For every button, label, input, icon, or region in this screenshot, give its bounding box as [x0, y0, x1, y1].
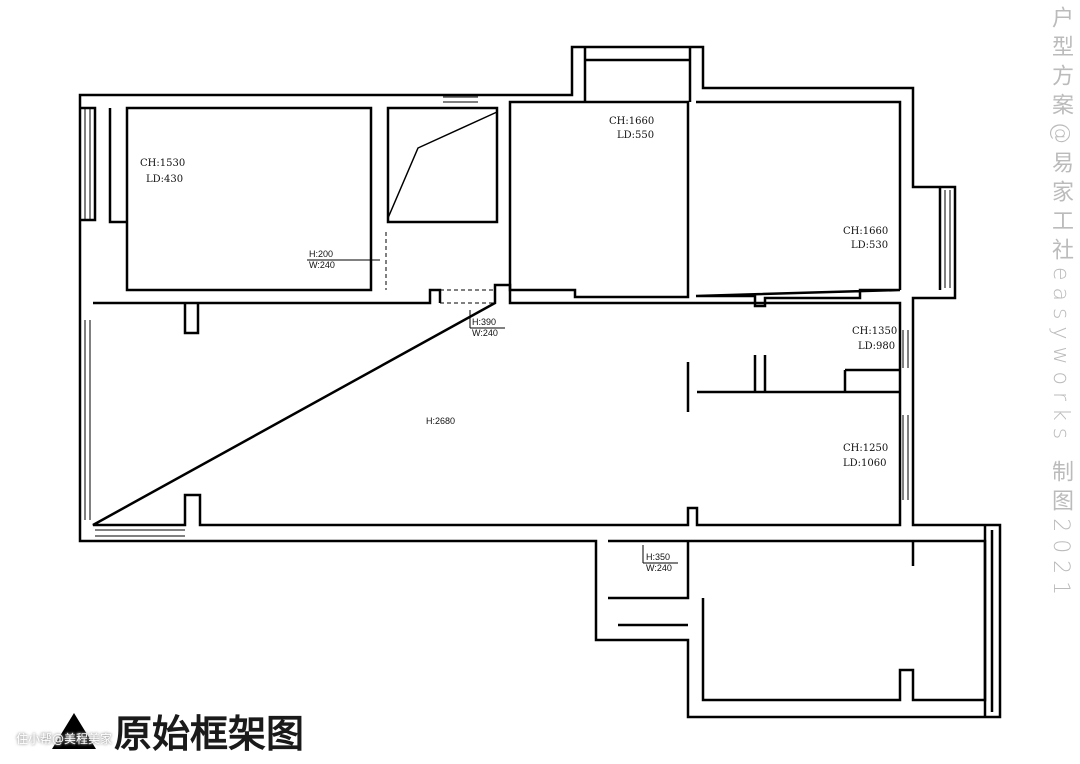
- dimension-leaders: [307, 259, 678, 564]
- room-ld: LD:530: [851, 240, 888, 251]
- bathroom-wall: [386, 106, 499, 224]
- opening-h: H:200: [309, 249, 333, 259]
- opening-h: H:350: [646, 552, 670, 562]
- bedroom2-wall: [508, 100, 690, 299]
- room-ch: CH:1530: [140, 158, 185, 169]
- watermark: 住小帮@美程美家: [16, 732, 113, 746]
- room-ch: CH:1660: [843, 226, 888, 237]
- bay-window-left: [80, 106, 127, 224]
- room-ld: LD:550: [617, 130, 654, 141]
- plan-title: 原始框架图: [52, 703, 304, 758]
- windows: [84, 96, 951, 537]
- balcony-top: [583, 47, 692, 102]
- plan-title-text: 原始框架图: [114, 712, 305, 756]
- bay-window-right: [898, 186, 942, 290]
- bath2-wall: [686, 355, 900, 412]
- door-stub: [183, 303, 200, 335]
- room-ld: LD:1060: [843, 458, 886, 469]
- room-ch: CH:1660: [609, 116, 654, 127]
- bath-diagonal: [387, 111, 498, 219]
- opening-w: W:240: [472, 328, 498, 338]
- outer-wall: [78, 45, 1002, 719]
- side-caption: 户型方案@易家工社easyworks 制图2021: [1048, 6, 1073, 603]
- opening-h: H:390: [472, 317, 496, 327]
- triangle-icon: [52, 712, 96, 749]
- room-ch: CH:1350: [852, 326, 897, 337]
- opening-w: W:240: [646, 563, 672, 573]
- room-ch: CH:1250: [843, 443, 888, 454]
- walls: [78, 45, 1002, 719]
- room-ld: LD:980: [858, 341, 895, 352]
- living-wall: [92, 283, 902, 527]
- opening-w: W:240: [309, 260, 335, 270]
- balcony-window: [983, 525, 994, 717]
- opening-lines: [370, 232, 688, 542]
- living-height: H:2680: [426, 416, 455, 426]
- bedroom3-wall: [695, 100, 902, 308]
- room-ld: LD:430: [146, 174, 183, 185]
- balcony-bottom: [608, 539, 987, 702]
